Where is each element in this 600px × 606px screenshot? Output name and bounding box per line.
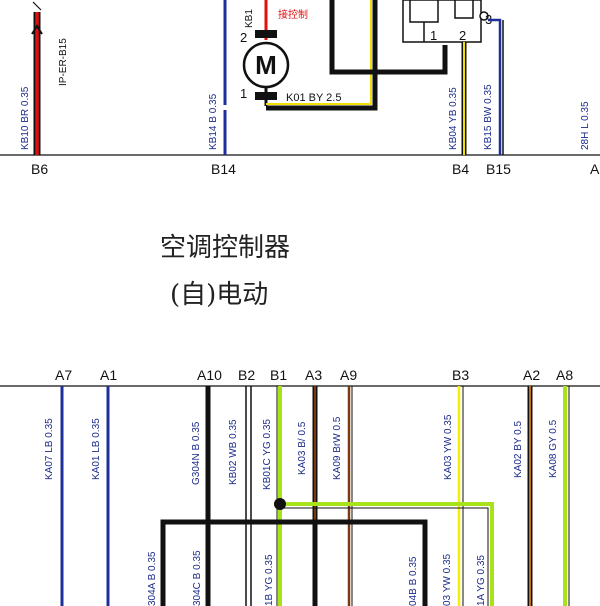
bottom-wire-label-b1: KB01C YG 0.35 xyxy=(262,419,273,490)
component-subtitle: (自)电动 xyxy=(170,280,268,310)
bottom-pin-b2: B2 xyxy=(238,367,255,383)
motor-pin-upper: 2 xyxy=(240,30,247,45)
top-wire-label-b4: KB04 YB 0.35 xyxy=(448,87,459,150)
bottom-wire-label-b2: KB02 WB 0.35 xyxy=(228,419,239,485)
bottom-pin-b1: B1 xyxy=(270,367,287,383)
control-loop-wire xyxy=(329,0,448,75)
relay-pin-2: 2 xyxy=(459,28,466,43)
top-wire-label-b15: KB15 BW 0.35 xyxy=(483,84,494,150)
lower-label-1a: 1A YG 0.35 xyxy=(476,555,487,606)
top-pin-b6: B6 xyxy=(31,161,48,177)
lower-label-04b: 04B B 0.35 xyxy=(408,556,419,606)
wire-k01 xyxy=(266,0,378,111)
bottom-pin-a8: A8 xyxy=(556,367,573,383)
component-title: 空调控制器 xyxy=(160,233,290,263)
bottom-wire-label-a8: KA08 GY 0.5 xyxy=(548,419,559,478)
ground-bus xyxy=(160,519,428,606)
bottom-pin-a9: A9 xyxy=(340,367,357,383)
bottom-pin-b3: B3 xyxy=(452,367,469,383)
lower-label-03: 03 YW 0.35 xyxy=(442,553,453,606)
bottom-pin-a3: A3 xyxy=(305,367,322,383)
bottom-wire-label-b3: KA03 YW 0.35 xyxy=(443,414,454,480)
red-wire-note: 接控制 xyxy=(278,8,308,21)
top-cut-label: KB1 xyxy=(244,9,255,28)
wire-b6 xyxy=(31,0,43,155)
top-wire-label-a: 28H L 0.35 xyxy=(580,101,591,150)
bottom-wire-label-a1: KA01 LB 0.35 xyxy=(91,418,102,480)
wire-b15 xyxy=(488,18,502,155)
top-wire-label-b14: KB14 B 0.35 xyxy=(208,93,219,150)
bottom-pin-a7: A7 xyxy=(55,367,72,383)
bottom-wire-label-a3: KA03 B/ 0.5 xyxy=(297,421,308,475)
motor-wire-label: K01 BY 2.5 xyxy=(286,92,341,104)
relay-pin-1: 1 xyxy=(430,28,437,43)
motor: M xyxy=(242,0,290,106)
bottom-wire-label-a2: KA02 BY 0.5 xyxy=(513,420,524,478)
top-connector-label: IP-ER-B15 xyxy=(58,38,69,86)
lower-label-1b: 1B YG 0.35 xyxy=(264,554,275,606)
lower-label-304a: 304A B 0.35 xyxy=(147,551,158,606)
bottom-wire-label-a9: KA09 BrW 0.5 xyxy=(332,416,343,480)
top-pin-b4: B4 xyxy=(452,161,469,177)
top-wire-label-b6: KB10 BR 0.35 xyxy=(20,86,31,150)
top-pin-b15: B15 xyxy=(486,161,511,177)
motor-symbol: M xyxy=(255,50,277,80)
bottom-pin-a10: A10 xyxy=(197,367,222,383)
lower-label-304c: 304C B 0.35 xyxy=(192,550,203,606)
top-pin-b14: B14 xyxy=(211,161,236,177)
relay-block xyxy=(402,0,489,43)
bottom-pin-a1: A1 xyxy=(100,367,117,383)
bottom-pin-a2: A2 xyxy=(523,367,540,383)
bottom-wire-label-a10: G304N B 0.35 xyxy=(191,421,202,485)
top-pin-a: A xyxy=(590,161,600,177)
signal-bus xyxy=(274,498,494,606)
bottom-wire-label-a7: KA07 LB 0.35 xyxy=(44,418,55,480)
motor-pin-lower: 1 xyxy=(240,86,247,101)
